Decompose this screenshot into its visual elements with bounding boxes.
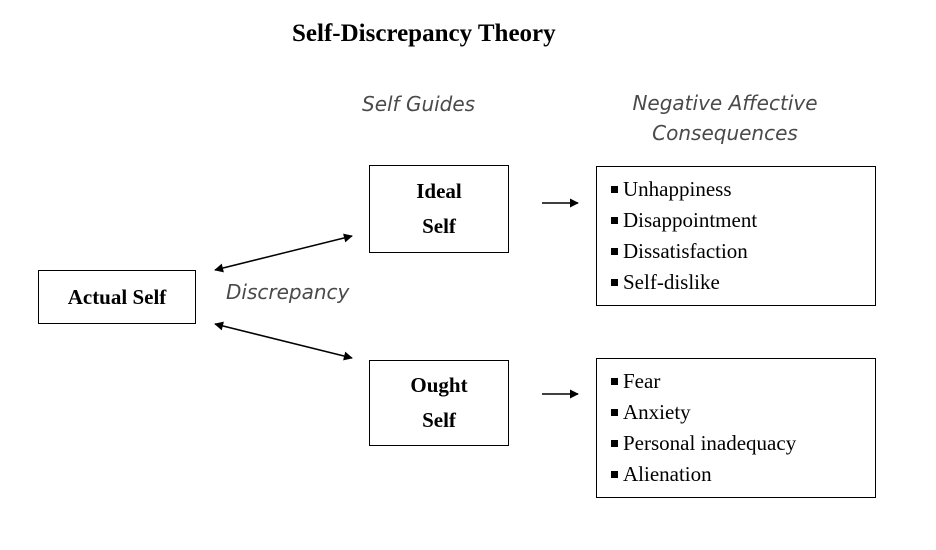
ought-self-line2: Self	[422, 408, 456, 432]
ideal-self-box: Ideal Self	[369, 165, 509, 253]
ideal-self-line2: Self	[422, 214, 456, 238]
ideal-self-line1: Ideal	[416, 179, 462, 203]
ought-consequence-item: Alienation	[611, 459, 875, 490]
ideal-consequence-item: Unhappiness	[611, 174, 875, 205]
bullet-icon	[611, 409, 618, 416]
negative-consequences-line2: Consequences	[652, 121, 798, 145]
ought-self-line1: Ought	[410, 373, 468, 397]
negative-consequences-line1: Negative Affective	[632, 91, 818, 115]
bullet-icon	[611, 471, 618, 478]
ought-consequence-item: Fear	[611, 366, 875, 397]
bullet-icon	[611, 217, 618, 224]
bullet-icon	[611, 186, 618, 193]
actual-self-box: Actual Self	[38, 270, 196, 324]
bullet-icon	[611, 279, 618, 286]
ought-consequences-box: Fear Anxiety Personal inadequacy Alienat…	[596, 358, 876, 498]
bullet-icon	[611, 440, 618, 447]
diagram-title: Self-Discrepancy Theory	[292, 20, 556, 47]
ideal-consequence-text: Unhappiness	[623, 177, 732, 201]
ought-consequence-text: Personal inadequacy	[623, 431, 797, 455]
ideal-consequence-text: Disappointment	[623, 208, 758, 232]
ought-consequence-text: Anxiety	[623, 400, 691, 424]
self-guides-heading: Self Guides	[362, 89, 475, 119]
actual-self-label: Actual Self	[67, 284, 167, 309]
discrepancy-label: Discrepancy	[226, 280, 350, 304]
ideal-consequences-box: Unhappiness Disappointment Dissatisfacti…	[596, 166, 876, 306]
ideal-consequence-item: Dissatisfaction	[611, 236, 875, 267]
ought-consequence-item: Personal inadequacy	[611, 428, 875, 459]
discrepancy-arrow-ideal	[214, 233, 353, 273]
bullet-icon	[611, 248, 618, 255]
ideal-consequence-text: Dissatisfaction	[623, 239, 748, 263]
discrepancy-arrow-ought	[214, 321, 353, 361]
ideal-consequence-item: Self-dislike	[611, 267, 875, 298]
ought-consequence-item: Anxiety	[611, 397, 875, 428]
ought-self-box: Ought Self	[369, 360, 509, 446]
ideal-consequence-text: Self-dislike	[623, 270, 720, 294]
ideal-consequence-item: Disappointment	[611, 205, 875, 236]
bullet-icon	[611, 378, 618, 385]
ought-consequence-text: Fear	[623, 369, 661, 393]
ought-consequence-text: Alienation	[623, 462, 712, 486]
negative-consequences-heading: Negative Affective Consequences	[612, 88, 838, 148]
self-guides-heading-text: Self Guides	[362, 92, 476, 116]
